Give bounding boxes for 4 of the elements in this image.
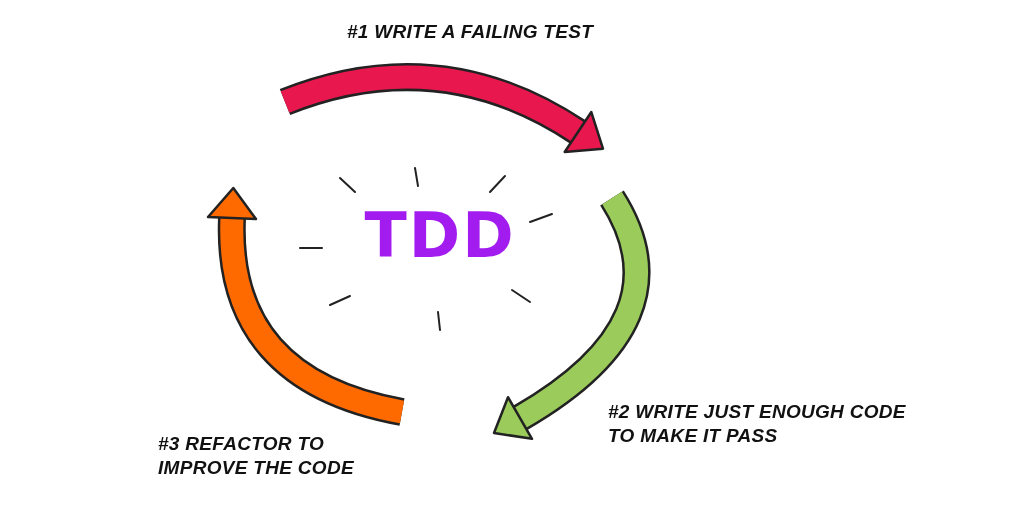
step-label: #2 WRITE JUST ENOUGH CODE TO MAKE IT PASS: [608, 400, 907, 448]
title: TDD: [363, 205, 517, 267]
step-label: #1 WRITE A FAILING TEST: [345, 20, 595, 44]
step-label: #3 REFACTOR TO IMPROVE THE CODE: [158, 432, 355, 480]
